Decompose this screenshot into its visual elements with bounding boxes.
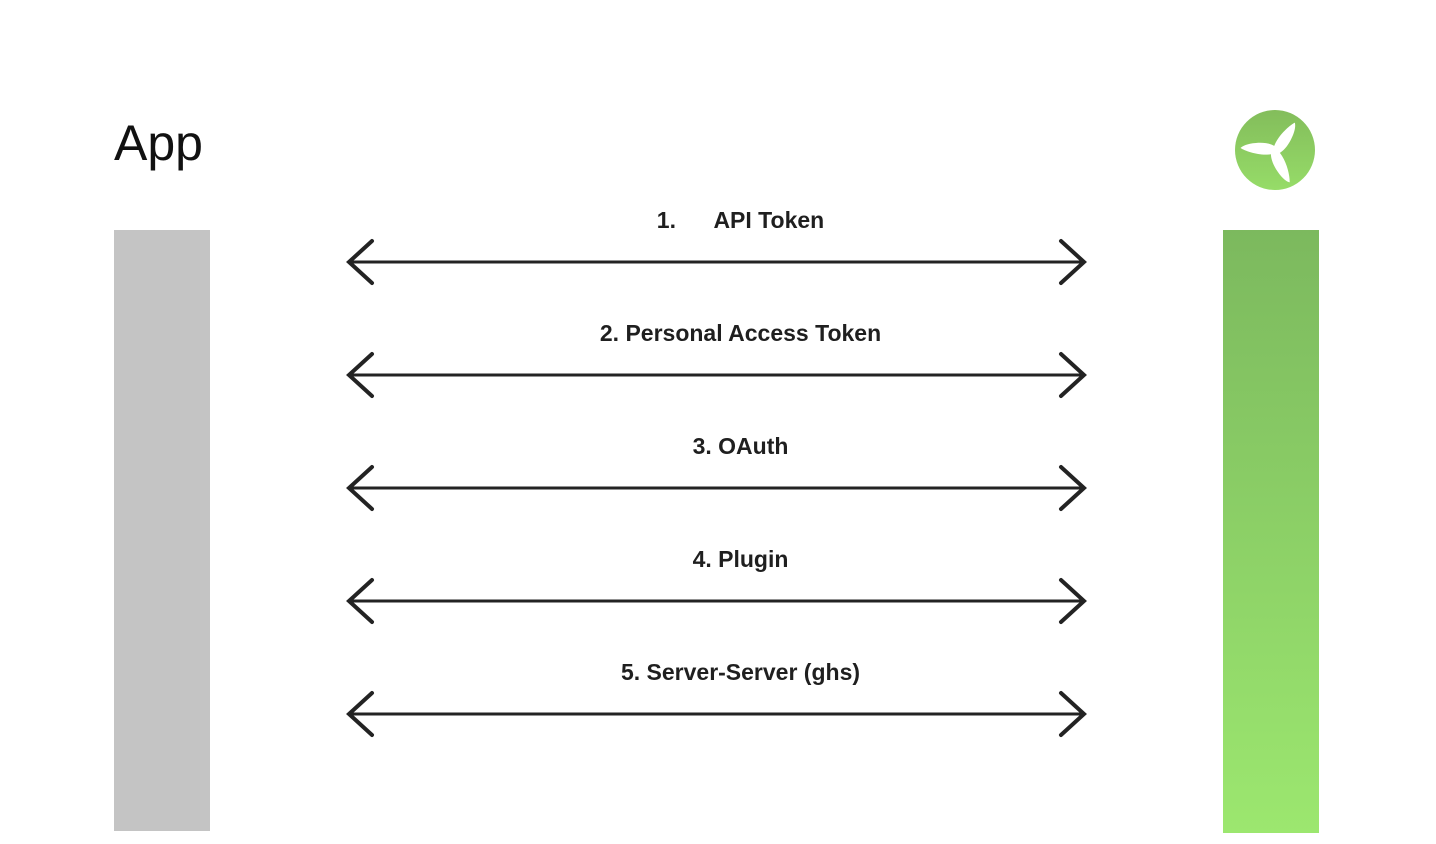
connection-label: 4. Plugin bbox=[692, 546, 789, 572]
double-arrow-icon bbox=[346, 239, 1087, 285]
app-lane-bar bbox=[114, 230, 210, 831]
connection-oauth: 3. OAuth bbox=[345, 433, 1088, 512]
connection-personal-access-token: 2. Personal Access Token bbox=[345, 320, 1088, 399]
connection-api-token: 1. API Token bbox=[345, 207, 1088, 286]
double-arrow-icon bbox=[346, 465, 1087, 511]
connection-label: 5. Server-Server (ghs) bbox=[620, 659, 861, 685]
app-title: App bbox=[114, 115, 203, 171]
service-lane-bar bbox=[1223, 230, 1319, 833]
connection-plugin: 4. Plugin bbox=[345, 546, 1088, 625]
connection-label: 1. API Token bbox=[656, 207, 825, 233]
connection-label: 2. Personal Access Token bbox=[599, 320, 882, 346]
turbine-logo-icon bbox=[1235, 110, 1315, 190]
double-arrow-icon bbox=[346, 352, 1087, 398]
connection-server-server: 5. Server-Server (ghs) bbox=[345, 659, 1088, 738]
connection-label: 3. OAuth bbox=[692, 433, 789, 459]
double-arrow-icon bbox=[346, 578, 1087, 624]
double-arrow-icon bbox=[346, 691, 1087, 737]
